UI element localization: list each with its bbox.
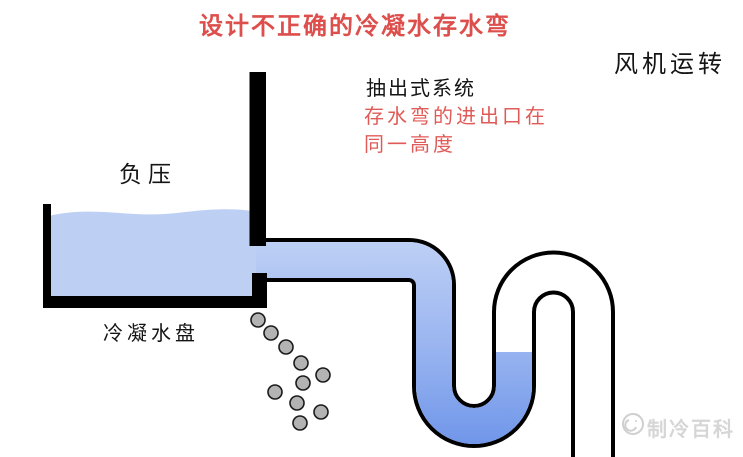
penguin-circle-logo [622, 413, 644, 435]
fan-status-label: 风机运转 [614, 52, 726, 78]
trap-water [256, 242, 532, 444]
trap-note-line2: 同一高度 [364, 134, 456, 156]
pan-left-wall [43, 204, 51, 305]
trap-note-line1: 存水弯的进出口在 [364, 106, 548, 128]
pan-water [49, 209, 266, 297]
system-type-label: 抽出式系统 [366, 78, 476, 100]
air-handler-wall-lower [252, 273, 267, 303]
pan-bottom [43, 296, 267, 308]
watermark-text: 制冷百科 [647, 419, 735, 441]
diagram-title: 设计不正确的冷凝水存水弯 [199, 14, 511, 40]
condensate-droplets [250, 312, 331, 431]
drain-pan-label: 冷凝水盘 [103, 323, 199, 345]
negative-pressure-label: 负压 [119, 162, 177, 187]
air-handler-wall-upper [249, 72, 266, 246]
